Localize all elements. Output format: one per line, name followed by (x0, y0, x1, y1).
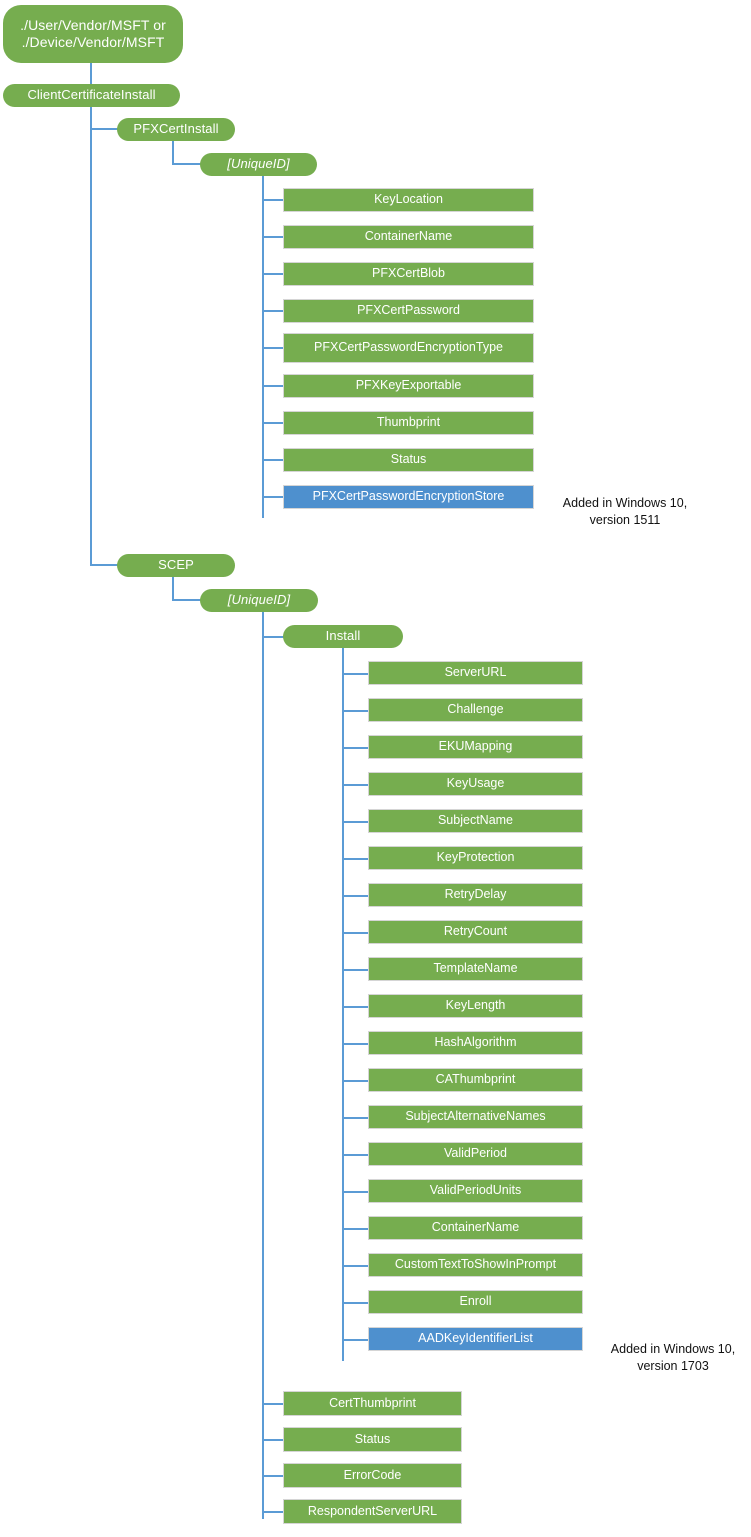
connector-line-horizontal (342, 1265, 369, 1267)
leaf-node-pfx-1[interactable]: ContainerName (283, 225, 534, 249)
leaf-node-scep-install-0[interactable]: ServerURL (368, 661, 583, 685)
leaf-node-scep-install-15[interactable]: ContainerName (368, 1216, 583, 1240)
leaf-node-scep-install-2[interactable]: EKUMapping (368, 735, 583, 759)
connector-line-horizontal (262, 1475, 284, 1477)
connector-line-horizontal (262, 385, 284, 387)
note-scep-added-version: Added in Windows 10, version 1703 (610, 1342, 736, 1373)
connector-line-horizontal (262, 1403, 284, 1405)
leaf-node-pfx-5[interactable]: PFXKeyExportable (283, 374, 534, 398)
node-pfx-unique-id[interactable]: [UniqueID] (200, 153, 317, 176)
node-root[interactable]: ./User/Vendor/MSFT or ./Device/Vendor/MS… (3, 5, 183, 63)
connector-line-horizontal (342, 673, 369, 675)
connector-line-horizontal (90, 128, 119, 130)
connector-line-horizontal (342, 1043, 369, 1045)
connector-line-vertical (262, 175, 264, 518)
connector-line-vertical (342, 647, 344, 1361)
connector-line-vertical (172, 576, 174, 600)
connector-line-horizontal (262, 459, 284, 461)
leaf-node-scep-install-1[interactable]: Challenge (368, 698, 583, 722)
leaf-node-scep-install-6[interactable]: RetryDelay (368, 883, 583, 907)
node-pfx-cert-install[interactable]: PFXCertInstall (117, 118, 235, 141)
node-scep-install[interactable]: Install (283, 625, 403, 648)
leaf-node-pfx-4[interactable]: PFXCertPasswordEncryptionType (283, 333, 534, 363)
leaf-node-scep-install-17[interactable]: Enroll (368, 1290, 583, 1314)
connector-line-horizontal (262, 1511, 284, 1513)
leaf-node-scep-status-1[interactable]: Status (283, 1427, 462, 1452)
connector-line-horizontal (342, 1154, 369, 1156)
leaf-node-scep-install-16[interactable]: CustomTextToShowInPrompt (368, 1253, 583, 1277)
connector-line-horizontal (262, 199, 284, 201)
leaf-node-scep-install-11[interactable]: CAThumbprint (368, 1068, 583, 1092)
leaf-node-pfx-8[interactable]: PFXCertPasswordEncryptionStore (283, 485, 534, 509)
connector-line-horizontal (342, 1339, 369, 1341)
leaf-node-scep-install-13[interactable]: ValidPeriod (368, 1142, 583, 1166)
connector-line-horizontal (262, 422, 284, 424)
leaf-node-pfx-0[interactable]: KeyLocation (283, 188, 534, 212)
leaf-node-pfx-3[interactable]: PFXCertPassword (283, 299, 534, 323)
connector-line-horizontal (342, 895, 369, 897)
leaf-node-scep-install-5[interactable]: KeyProtection (368, 846, 583, 870)
connector-line-horizontal (342, 1117, 369, 1119)
connector-line-horizontal (342, 932, 369, 934)
leaf-node-scep-status-3[interactable]: RespondentServerURL (283, 1499, 462, 1524)
connector-line-vertical (90, 63, 92, 87)
connector-line-horizontal (90, 564, 119, 566)
connector-line-horizontal (262, 496, 284, 498)
connector-line-horizontal (262, 236, 284, 238)
connector-line-horizontal (342, 784, 369, 786)
connector-line-horizontal (262, 1439, 284, 1441)
connector-line-horizontal (262, 273, 284, 275)
connector-line-horizontal (262, 347, 284, 349)
connector-line-horizontal (262, 310, 284, 312)
connector-line-horizontal (342, 1006, 369, 1008)
connector-line-vertical (262, 611, 264, 1519)
leaf-node-scep-install-9[interactable]: KeyLength (368, 994, 583, 1018)
connector-line-vertical (90, 106, 92, 566)
leaf-node-scep-install-8[interactable]: TemplateName (368, 957, 583, 981)
connector-line-horizontal (342, 1080, 369, 1082)
connector-line-horizontal (342, 858, 369, 860)
connector-line-horizontal (342, 969, 369, 971)
leaf-node-scep-install-10[interactable]: HashAlgorithm (368, 1031, 583, 1055)
connector-line-horizontal (342, 710, 369, 712)
leaf-node-pfx-2[interactable]: PFXCertBlob (283, 262, 534, 286)
leaf-node-scep-status-2[interactable]: ErrorCode (283, 1463, 462, 1488)
leaf-node-pfx-6[interactable]: Thumbprint (283, 411, 534, 435)
connector-line-vertical (172, 140, 174, 164)
leaf-node-scep-install-12[interactable]: SubjectAlternativeNames (368, 1105, 583, 1129)
connector-line-horizontal (342, 1302, 369, 1304)
note-pfx-added-version: Added in Windows 10, version 1511 (562, 496, 688, 527)
leaf-node-scep-install-3[interactable]: KeyUsage (368, 772, 583, 796)
leaf-node-scep-install-4[interactable]: SubjectName (368, 809, 583, 833)
leaf-node-scep-install-7[interactable]: RetryCount (368, 920, 583, 944)
connector-line-horizontal (172, 599, 202, 601)
node-client-certificate-install[interactable]: ClientCertificateInstall (3, 84, 180, 107)
connector-line-horizontal (342, 1191, 369, 1193)
leaf-node-scep-install-18[interactable]: AADKeyIdentifierList (368, 1327, 583, 1351)
connector-line-horizontal (262, 636, 284, 638)
leaf-node-scep-install-14[interactable]: ValidPeriodUnits (368, 1179, 583, 1203)
node-scep[interactable]: SCEP (117, 554, 235, 577)
connector-line-horizontal (172, 163, 202, 165)
connector-line-horizontal (342, 747, 369, 749)
node-scep-unique-id[interactable]: [UniqueID] (200, 589, 318, 612)
connector-line-horizontal (342, 1228, 369, 1230)
connector-line-horizontal (342, 821, 369, 823)
leaf-node-pfx-7[interactable]: Status (283, 448, 534, 472)
leaf-node-scep-status-0[interactable]: CertThumbprint (283, 1391, 462, 1416)
